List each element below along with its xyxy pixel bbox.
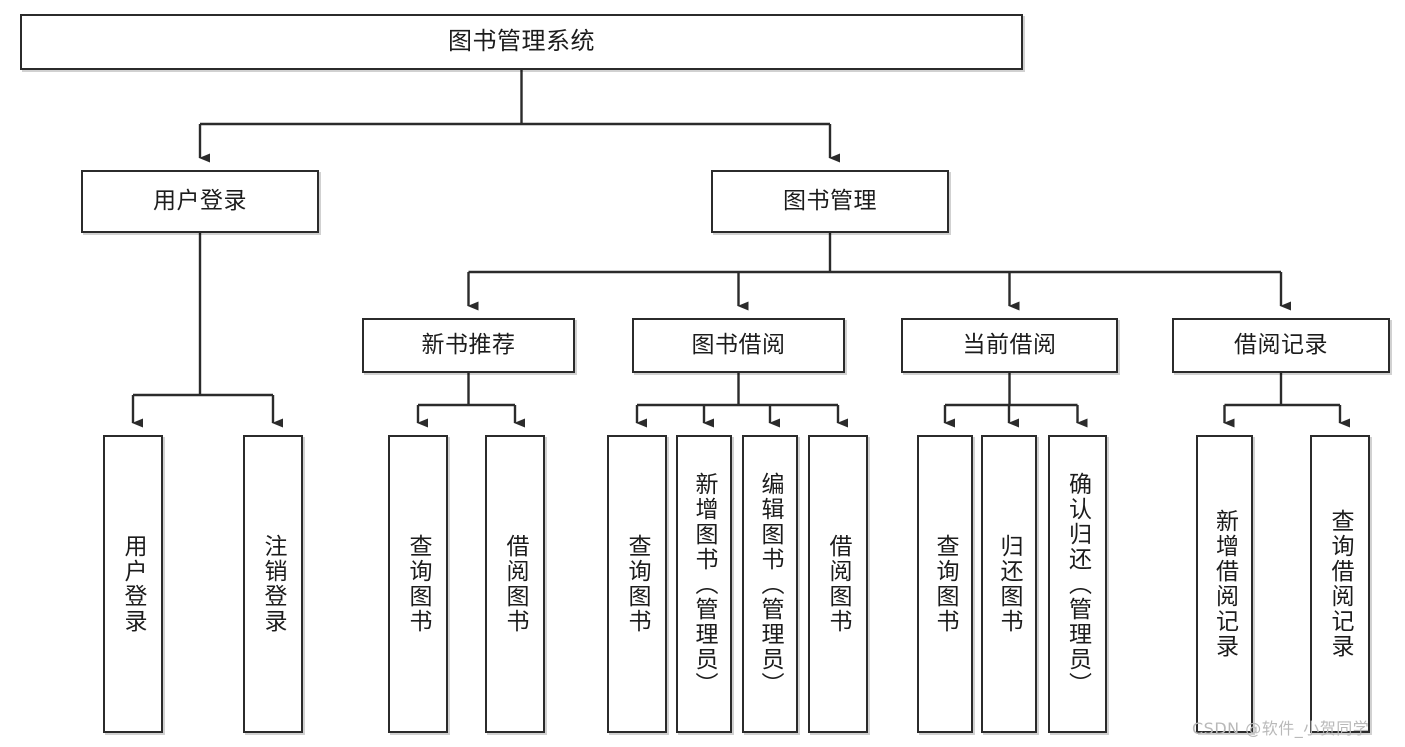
node-cb_query[interactable]: 查询图书 — [917, 435, 973, 733]
node-book_mgmt[interactable]: 图书管理 — [711, 170, 949, 233]
node-user_login[interactable]: 用户登录 — [81, 170, 319, 233]
node-cb_return[interactable]: 归还图书 — [981, 435, 1037, 733]
node-cb_confirm[interactable]: 确认归还（管理员） — [1048, 435, 1107, 733]
node-rec_query[interactable]: 查询图书 — [388, 435, 448, 733]
node-label-new_book_rec: 新书推荐 — [421, 332, 516, 359]
node-label-cb_query: 查询图书 — [932, 534, 959, 634]
node-bl_add[interactable]: 新增借阅记录 — [1196, 435, 1253, 733]
node-label-bb_add: 新增图书（管理员） — [691, 471, 718, 697]
node-book_borrow[interactable]: 图书借阅 — [632, 318, 845, 373]
node-new_book_rec[interactable]: 新书推荐 — [362, 318, 575, 373]
node-label-leaf_login: 用户登录 — [120, 534, 147, 634]
node-leaf_logout[interactable]: 注销登录 — [243, 435, 303, 733]
connector-lines — [131, 70, 1350, 428]
node-bb_query[interactable]: 查询图书 — [607, 435, 667, 733]
node-label-bb_borrow: 借阅图书 — [825, 534, 852, 634]
node-leaf_login[interactable]: 用户登录 — [103, 435, 163, 733]
node-cur_borrow[interactable]: 当前借阅 — [901, 318, 1118, 373]
node-label-bl_add: 新增借阅记录 — [1211, 509, 1238, 659]
node-bb_edit[interactable]: 编辑图书（管理员） — [742, 435, 798, 733]
node-label-borrow_log: 借阅记录 — [1234, 332, 1328, 359]
node-label-rec_query: 查询图书 — [405, 534, 432, 634]
node-label-root: 图书管理系统 — [448, 27, 595, 56]
node-bb_borrow[interactable]: 借阅图书 — [808, 435, 868, 733]
node-bb_add[interactable]: 新增图书（管理员） — [676, 435, 732, 733]
node-label-book_mgmt: 图书管理 — [783, 188, 877, 215]
node-label-book_borrow: 图书借阅 — [691, 332, 786, 359]
node-bl_query[interactable]: 查询借阅记录 — [1310, 435, 1370, 733]
node-rec_borrow[interactable]: 借阅图书 — [485, 435, 545, 733]
node-label-cb_confirm: 确认归还（管理员） — [1064, 471, 1091, 697]
node-borrow_log[interactable]: 借阅记录 — [1172, 318, 1390, 373]
node-label-bb_query: 查询图书 — [624, 534, 651, 634]
node-label-user_login: 用户登录 — [153, 188, 247, 215]
node-label-cb_return: 归还图书 — [996, 534, 1023, 634]
node-label-rec_borrow: 借阅图书 — [502, 534, 529, 634]
watermark-text: CSDN @软件_小贺同学 — [1192, 719, 1370, 738]
node-label-bl_query: 查询借阅记录 — [1327, 509, 1354, 659]
node-label-cur_borrow: 当前借阅 — [962, 332, 1057, 359]
node-root[interactable]: 图书管理系统 — [20, 14, 1023, 70]
node-label-leaf_logout: 注销登录 — [260, 534, 287, 634]
node-label-bb_edit: 编辑图书（管理员） — [757, 471, 784, 697]
